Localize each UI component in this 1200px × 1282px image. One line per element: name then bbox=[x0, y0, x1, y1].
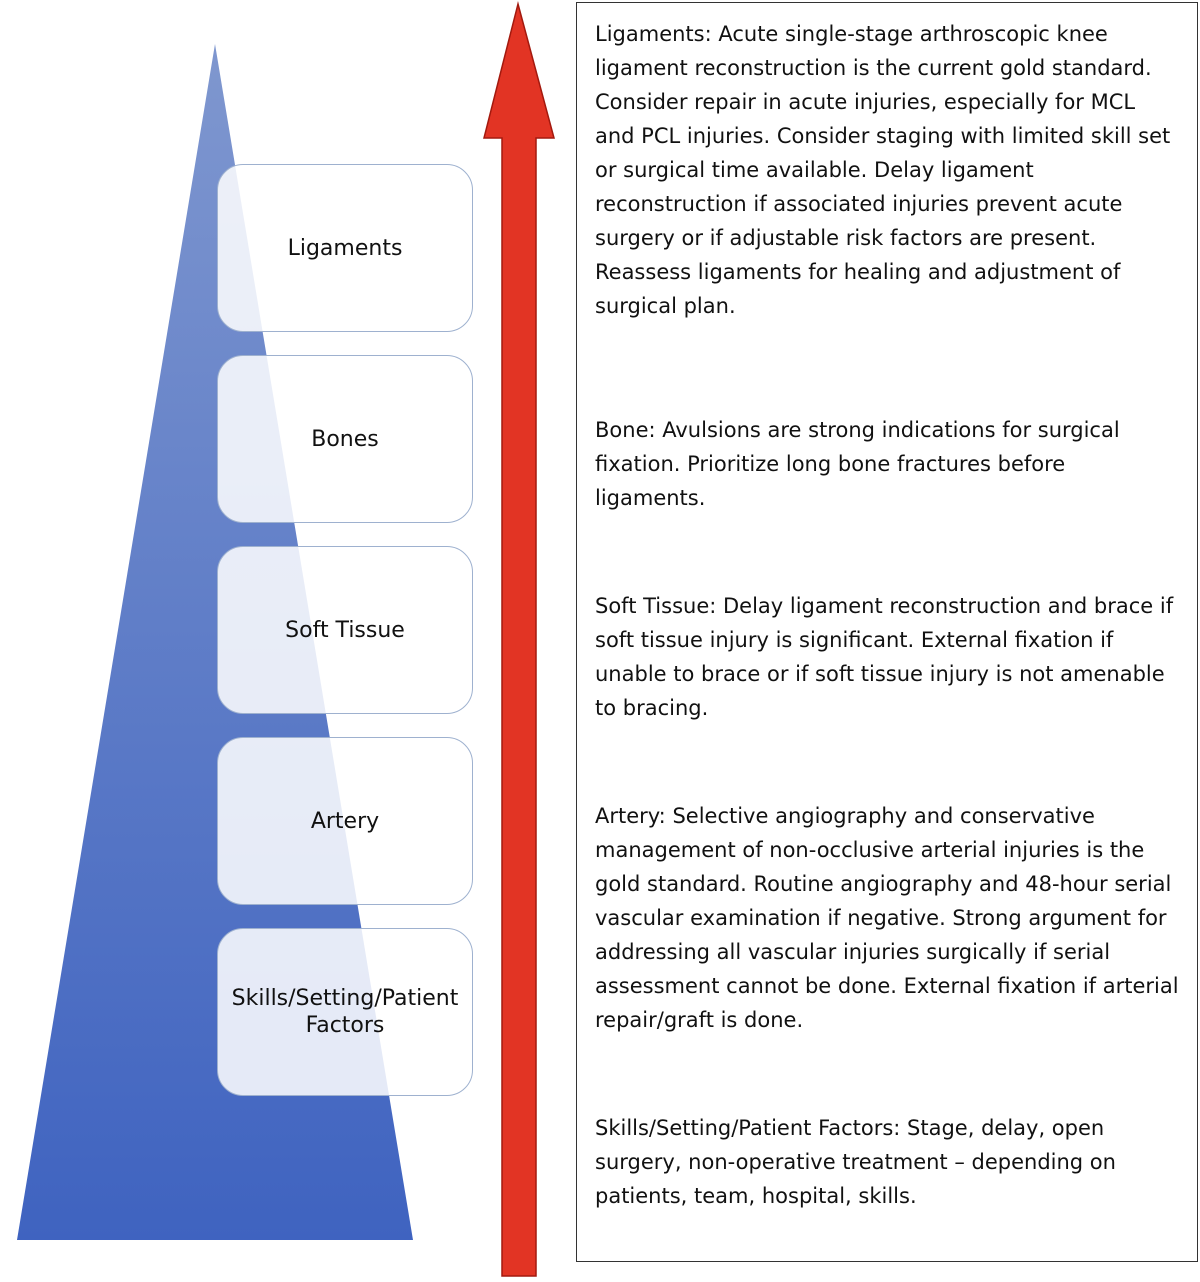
level-bones-label: Bones bbox=[311, 426, 379, 452]
level-soft-tissue: Soft Tissue bbox=[217, 546, 473, 714]
description-bone: Bone: Avulsions are strong indications f… bbox=[595, 418, 1120, 510]
level-artery-label: Artery bbox=[310, 808, 380, 834]
level-ligaments: Ligaments bbox=[217, 164, 473, 332]
description-panel: Ligaments: Acute single-stage arthroscop… bbox=[576, 2, 1198, 1262]
level-skills-label: Skills/Setting/Patient Factors bbox=[231, 986, 459, 1038]
level-artery: Artery bbox=[217, 737, 473, 905]
description-soft-tissue: Soft Tissue: Delay ligament reconstructi… bbox=[595, 594, 1174, 720]
description-skills-setting-patient-factors: Skills/Setting/Patient Factors: Stage, d… bbox=[595, 1116, 1116, 1208]
priority-arrow-icon bbox=[483, 1, 555, 1277]
description-artery: Artery: Selective angiography and conser… bbox=[595, 804, 1179, 1032]
level-skills-setting-patient-factors: Skills/Setting/Patient Factors bbox=[217, 928, 473, 1096]
level-bones: Bones bbox=[217, 355, 473, 523]
description-ligaments: Ligaments: Acute single-stage arthroscop… bbox=[595, 22, 1171, 318]
level-ligaments-label: Ligaments bbox=[287, 235, 403, 261]
level-soft-tissue-label: Soft Tissue bbox=[285, 617, 405, 643]
